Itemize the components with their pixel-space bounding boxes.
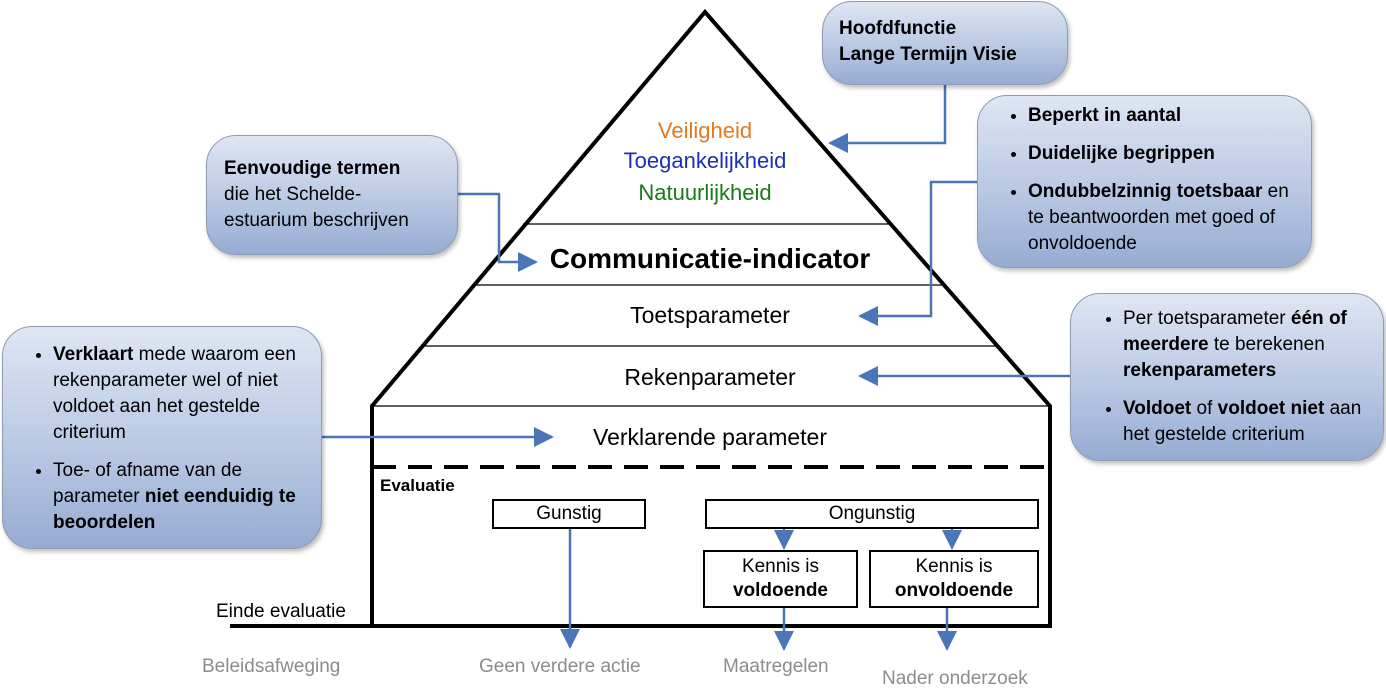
kennis-onvoldoende-line2: onvoldoende [894, 580, 1014, 601]
beperkt-item-2: Duidelijke begrippen [1028, 141, 1293, 167]
beperkt-item-3: Ondubbelzinnig toetsbaar en te beantwoor… [1028, 179, 1293, 257]
kennis-voldoende-box: Kennis is voldoende [703, 550, 858, 608]
kennis-onvoldoende-line1: Kennis is [915, 556, 993, 577]
value-veiligheid: Veiligheid [657, 118, 753, 143]
value-toegankelijkheid: Toegankelijkheid [623, 148, 787, 173]
outcome-nader-onderzoek: Nader onderzoek [882, 668, 1028, 689]
level-verklarende-parameter: Verklarende parameter [593, 424, 827, 450]
level-toetsparameter: Toetsparameter [630, 302, 790, 328]
verklaart-list: Verklaart mede waarom een rekenparameter… [5, 342, 311, 536]
callout-eenvoudige-termen: Eenvoudige termen die het Schelde-estuar… [206, 135, 458, 255]
value-natuurlijkheid: Natuurlijkheid [638, 180, 772, 205]
callout-beperkt: Beperkt in aantal Duidelijke begrippen O… [977, 95, 1312, 268]
level-communicatie-indicator: Communicatie-indicator [549, 243, 871, 274]
einde-evaluatie-label: Einde evaluatie [216, 601, 346, 622]
per-toets-list: Per toetsparameter één of meerdere te be… [1073, 306, 1375, 448]
callout-per-toetsparameter: Per toetsparameter één of meerdere te be… [1070, 293, 1384, 461]
arrow-beperkt [858, 180, 978, 326]
hoofdfunctie-line2: Lange Termijn Visie [839, 44, 1017, 65]
hoofdfunctie-line1: Hoofdfunctie [839, 18, 957, 39]
ongunstig-box: Ongunstig [705, 499, 1039, 529]
verklaart-item-1: Verklaart mede waarom een rekenparameter… [53, 342, 311, 446]
per-toets-item-1: Per toetsparameter één of meerdere te be… [1123, 306, 1375, 384]
verklaart-item-2: Toe- of afname van de parameter niet een… [53, 458, 311, 536]
callout-verklaart: Verklaart mede waarom een rekenparameter… [2, 326, 322, 549]
outcome-maatregelen: Maatregelen [723, 656, 829, 677]
kennis-voldoende-line1: Kennis is [741, 556, 820, 577]
beperkt-item-1: Beperkt in aantal [1028, 103, 1293, 129]
per-toets-item-2: Voldoet of voldoet niet aan het gestelde… [1123, 396, 1375, 448]
evaluatie-label: Evaluatie [380, 476, 455, 495]
callout-hoofdfunctie: Hoofdfunctie Lange Termijn Visie [822, 1, 1068, 85]
beperkt-list: Beperkt in aantal Duidelijke begrippen O… [980, 103, 1293, 257]
outcome-geen-verdere-actie: Geen verdere actie [479, 656, 641, 677]
kennis-voldoende-line2: voldoende [732, 580, 828, 601]
level-rekenparameter: Rekenparameter [624, 364, 796, 390]
eenvoudig-rest: die het Schelde-estuarium beschrijven [224, 184, 409, 231]
kennis-onvoldoende-box: Kennis is onvoldoende [869, 550, 1039, 608]
eenvoudig-bold: Eenvoudige termen [224, 158, 401, 179]
gunstig-box: Gunstig [492, 499, 646, 529]
arrow-eenvoudig [458, 192, 538, 272]
arrow-hoofdfunctie [828, 84, 947, 153]
outcome-beleidsafweging: Beleidsafweging [202, 656, 341, 677]
